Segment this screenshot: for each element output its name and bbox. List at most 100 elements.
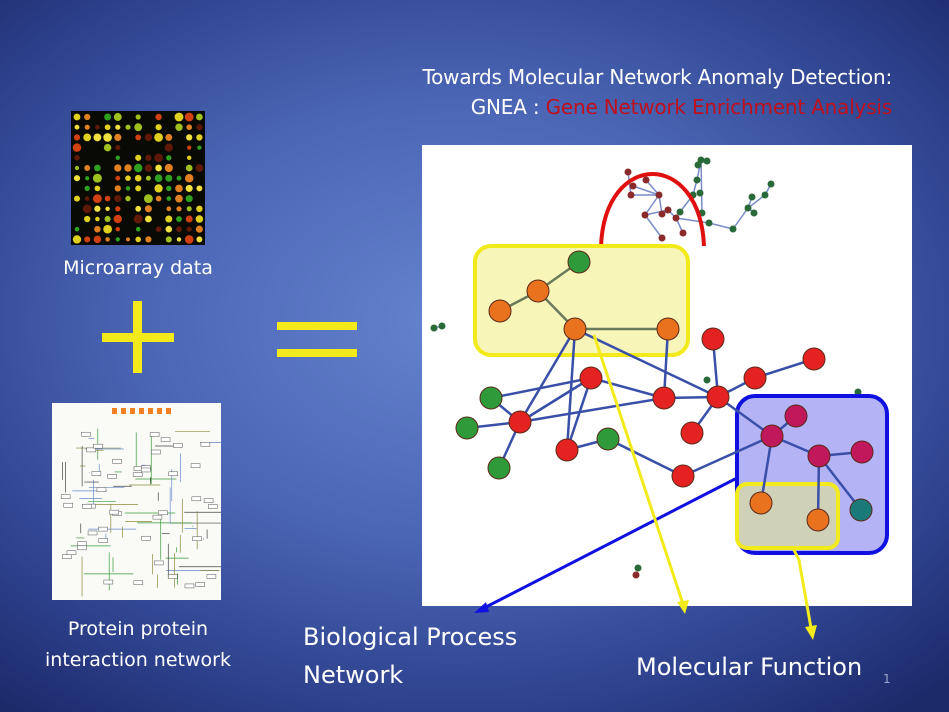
microarray-spot [196,113,203,121]
microarray-spot [143,194,153,204]
gene-node [656,317,680,341]
microarray-spot [154,133,163,142]
subnetwork-edge [632,185,660,196]
subnetwork-node [629,182,637,190]
ppi-node-box [190,463,201,468]
gene-node [680,421,704,445]
ppi-network-image [52,403,248,600]
gene-node [806,508,830,532]
page-number: 1 [883,672,891,686]
gene-node [671,464,695,488]
gene-node [784,404,808,428]
microarray-spot [115,237,120,242]
ppi-node-box [133,580,144,585]
subnetwork-node [767,180,775,188]
ppi-node-box [173,443,183,448]
ppi-header-box [166,408,171,414]
microarray-spot [154,184,163,193]
blue-arrowhead [474,602,489,613]
microarray-spot [155,226,162,232]
microarray-spot [186,206,192,212]
subnetwork-node [693,176,701,184]
microarray-spot [144,205,152,213]
ppi-node-box [195,582,205,587]
microarray-spot [135,185,142,192]
subnetwork-node [703,157,711,165]
ppi-header-box [130,408,135,414]
network-edge [662,328,670,399]
microarray-spot [114,195,122,203]
subnetwork-node [430,324,438,332]
microarray-spot [186,124,193,131]
microarray-spot [94,225,101,233]
ppi-header-box [157,408,162,414]
microarray-spot [84,124,90,130]
microarray-spot [176,237,182,242]
gene-node [487,456,511,480]
network-edge [590,376,665,400]
ppi-node-box [103,579,114,585]
microarray-spot [73,195,81,202]
equals-sign-lower [277,349,357,357]
gene-node [706,385,730,409]
ppi-node-box [141,467,151,473]
molecular-function-label: Molecular Function [636,653,863,681]
ppi-node-box [98,538,108,543]
ppi-node-box [203,498,214,504]
microarray-spot [115,175,121,181]
microarray-spot [95,216,100,222]
microarray-spot [195,215,204,223]
ppi-header-box [148,408,153,414]
microarray-spot [184,112,194,122]
subnetwork-node [658,210,666,218]
microarray-spot [73,175,81,182]
microarray-spot [92,173,102,183]
microarray-spot [175,123,183,131]
microarray-spot [176,216,182,222]
ppi-node-box [81,431,91,437]
microarray-spot [125,186,131,191]
microarray-spot [165,225,173,233]
microarray-spot [84,165,91,171]
microarray-spot [154,174,163,183]
network-nodes [455,250,874,532]
microarray-spot [145,236,152,243]
microarray-caption: Microarray data [63,257,213,279]
ppi-header-box [112,408,117,414]
microarray-spot [135,226,141,232]
subnetwork-node [624,168,632,176]
microarray-spot [135,236,141,243]
ppi-node-box [93,443,103,449]
subnetwork-node [750,209,758,217]
microarray-spot [165,236,172,243]
network-edge [490,376,592,400]
gene-node [807,444,831,468]
subnetwork-node [641,211,649,219]
microarray-spot [174,112,184,122]
plus-sign-vertical [133,301,142,373]
microarray-spot [84,185,90,192]
biological-process-label: Biological Process Network [303,618,517,694]
microarray-spot [175,184,183,193]
subnetwork-node [854,388,862,396]
microarray-spot [105,206,110,212]
microarray-spot [73,134,81,141]
ppi-node-box [192,536,202,542]
ppi-node-box [87,530,98,536]
yellow-arrowhead [677,600,689,614]
ppi-node-box [96,487,107,492]
yellow-arrow2-line [791,547,813,629]
ppi-node-box [112,459,122,464]
microarray-spot [115,124,121,130]
ppi-header-box [139,408,144,414]
gene-node [526,279,550,303]
microarray-spot [134,123,143,132]
gene-node [479,386,503,410]
microarray-spot [195,225,203,233]
title-prefix: GNEA : [470,95,546,119]
microarray-spot [166,196,172,201]
microarray-spot [85,176,90,181]
subnetwork-node [634,564,642,572]
microarray-spot [114,185,121,192]
microarray-spot [184,173,194,183]
